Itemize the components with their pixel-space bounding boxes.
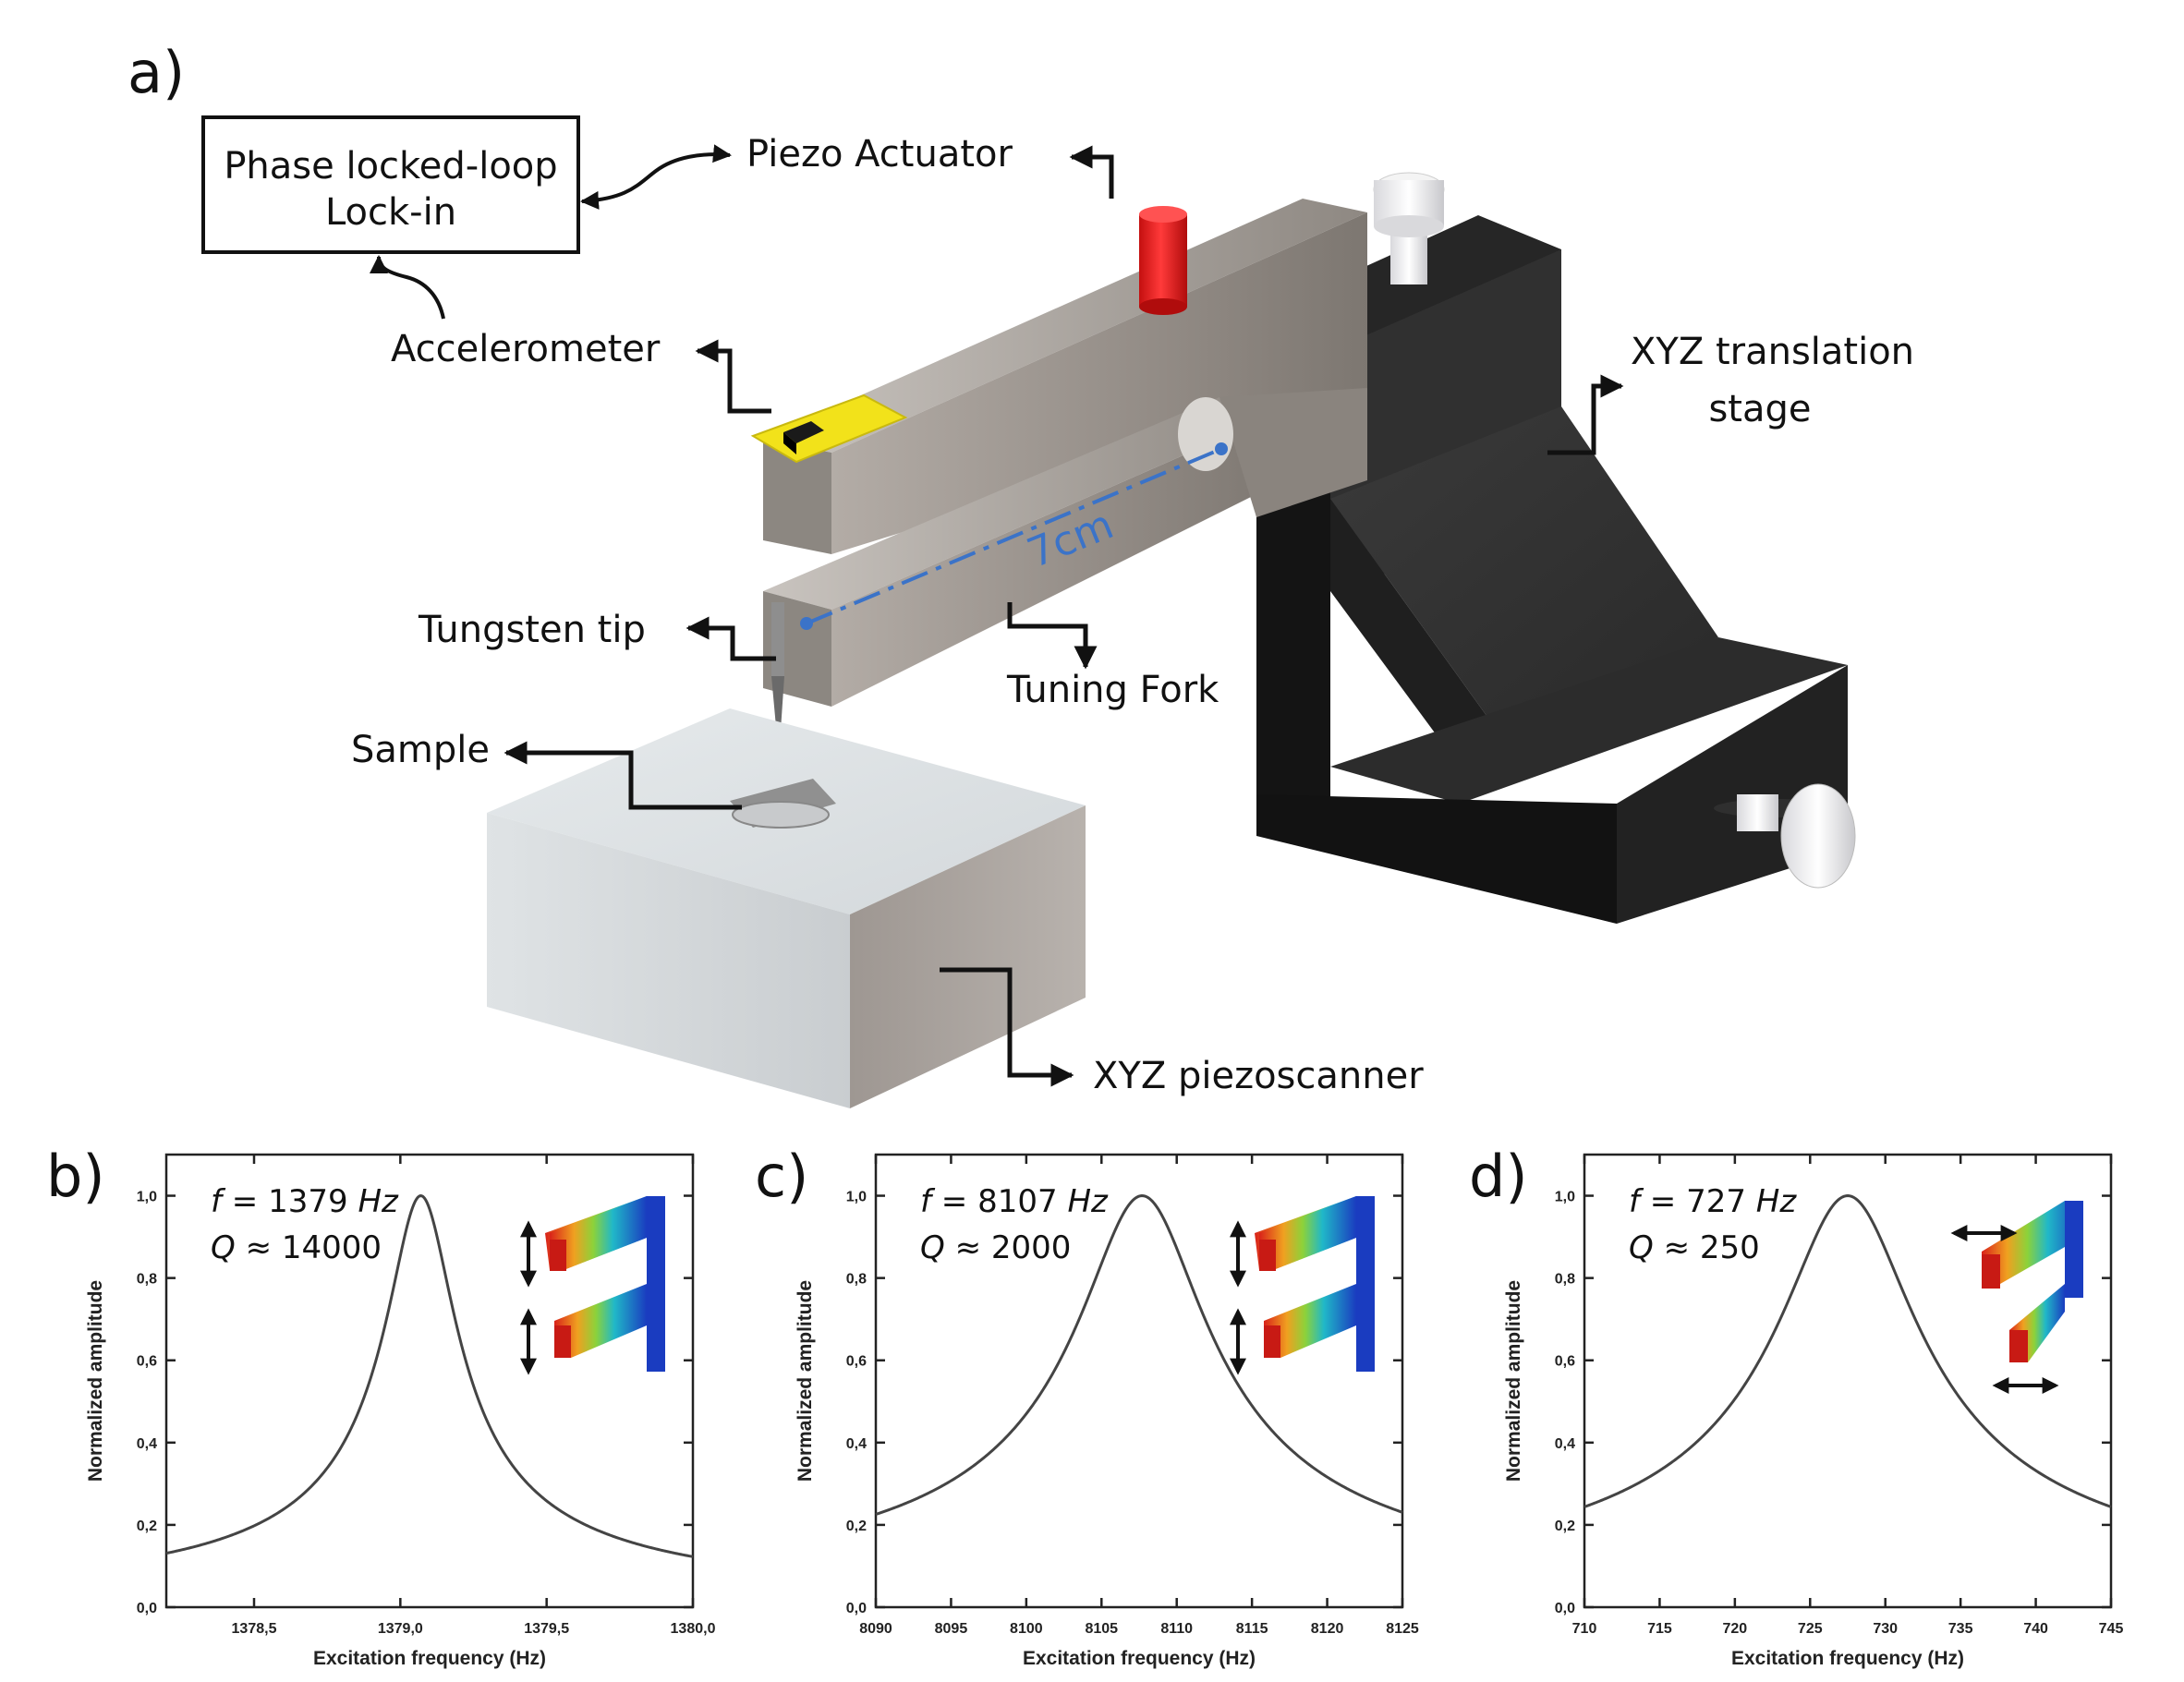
plot-frame (1583, 1153, 2113, 1609)
frequency-annotation: f = 1379 Hz (211, 1183, 399, 1220)
chart-3: d) 0,0 0,2 0,4 0,6 0,8 1,0 710 715 720 725 730 735 74… (1469, 1143, 2123, 1669)
y-tick-label: 0,4 (1555, 1436, 1575, 1452)
y-tick-label: 0,6 (846, 1354, 867, 1370)
panel-label: c) (755, 1143, 808, 1210)
y-tick-label: 0,6 (1555, 1354, 1575, 1370)
x-axis-label: Excitation frequency (Hz) (1023, 1648, 1256, 1669)
chart-2: c) 0,0 0,2 0,4 0,6 0,8 1,0 8090 8095 8100 8105 8110… (755, 1143, 1419, 1669)
y-tick-label: 0,8 (137, 1272, 157, 1288)
frequency-annotation: f = 727 Hz (1629, 1183, 1797, 1220)
y-tick-label: 0,0 (1555, 1601, 1575, 1616)
x-tick-label: 8110 (1160, 1621, 1193, 1637)
x-tick-label: 735 (1948, 1621, 1973, 1637)
x-tick-label: 710 (1572, 1621, 1597, 1637)
label-xyz-stage-line2: stage (1708, 388, 1811, 430)
pll-box-line2: Lock-in (325, 191, 456, 234)
x-tick-label: 740 (2023, 1621, 2048, 1637)
quality-factor-annotation: Q ≈ 14000 (211, 1229, 382, 1266)
panel-label: d) (1469, 1143, 1528, 1210)
x-tick-label: 8100 (1010, 1621, 1043, 1637)
leader-lines (504, 145, 1624, 1087)
label-sample: Sample (351, 729, 490, 771)
y-tick-label: 0,2 (137, 1519, 157, 1534)
accelerometer (750, 393, 908, 464)
frequency-annotation: f = 8107 Hz (920, 1183, 1109, 1220)
label-tuning-fork: Tuning Fork (1006, 669, 1219, 711)
label-tungsten-tip: Tungsten tip (418, 609, 646, 651)
y-tick-label: 0,2 (846, 1519, 867, 1534)
x-tick-label: 725 (1798, 1621, 1823, 1637)
y-axis-label: Normalized amplitude (85, 1280, 106, 1482)
chart-1: b) 0,0 0,2 0,4 0,6 0,8 1,0 1378,5 1379,0 1379,5 13… (46, 1143, 716, 1669)
accel-to-pll-arrow (370, 255, 445, 320)
y-tick-label: 0,8 (1555, 1272, 1575, 1288)
length-dimension-line (806, 447, 1222, 625)
y-tick-label: 1,0 (137, 1190, 157, 1205)
x-tick-label: 1379,5 (524, 1621, 569, 1637)
y-tick-label: 0,0 (846, 1601, 867, 1616)
dimension-end-left (800, 617, 813, 630)
resonance-curve (875, 1194, 1403, 1516)
x-tick-label: 8125 (1386, 1621, 1419, 1637)
fem-mode-inset (1230, 1196, 1375, 1375)
fem-mode-inset (520, 1196, 665, 1375)
chart-panels: b) 0,0 0,2 0,4 0,6 0,8 1,0 1378,5 1379,0 1379,5 13… (46, 1143, 2123, 1669)
y-tick-label: 1,0 (846, 1190, 867, 1205)
x-axis-label: Excitation frequency (Hz) (1731, 1648, 1964, 1669)
y-tick-label: 0,2 (1555, 1519, 1575, 1534)
y-axis-label: Normalized amplitude (1503, 1280, 1524, 1482)
x-axis-label: Excitation frequency (Hz) (313, 1648, 546, 1669)
label-piezo-actuator: Piezo Actuator (746, 133, 1013, 175)
x-tick-label: 8090 (859, 1621, 892, 1637)
y-tick-label: 0,6 (137, 1354, 157, 1370)
plot-frame (164, 1153, 695, 1609)
y-tick-label: 0,0 (137, 1601, 157, 1616)
plot-frame (874, 1153, 1404, 1609)
panel-label: b) (46, 1143, 105, 1210)
fem-mode-inset (1950, 1201, 2083, 1394)
y-tick-label: 0,8 (846, 1272, 867, 1288)
x-tick-label: 720 (1723, 1621, 1748, 1637)
x-tick-label: 8105 (1085, 1621, 1118, 1637)
x-tick-label: 8120 (1311, 1621, 1344, 1637)
x-tick-label: 1379,0 (378, 1621, 423, 1637)
dimension-end-right (1215, 442, 1228, 455)
label-xyz-stage-line1: XYZ translation (1631, 331, 1914, 373)
panel-label-a: a) (127, 39, 185, 106)
x-tick-label: 715 (1647, 1621, 1672, 1637)
y-tick-label: 1,0 (1555, 1190, 1575, 1205)
x-tick-label: 730 (1873, 1621, 1898, 1637)
x-tick-label: 1380,0 (671, 1621, 716, 1637)
x-tick-label: 745 (2099, 1621, 2124, 1637)
y-tick-label: 0,4 (137, 1436, 157, 1452)
y-axis-label: Normalized amplitude (795, 1280, 816, 1482)
x-tick-label: 8115 (1236, 1621, 1268, 1637)
pll-to-piezo-arrow (580, 144, 732, 210)
quality-factor-annotation: Q ≈ 2000 (920, 1229, 1071, 1266)
pll-lockin-box (201, 115, 580, 254)
label-accelerometer: Accelerometer (391, 328, 661, 370)
quality-factor-annotation: Q ≈ 250 (1629, 1229, 1760, 1266)
piezo-actuator (1139, 206, 1187, 315)
x-tick-label: 1378,5 (232, 1621, 277, 1637)
xyz-piezoscanner-block (487, 708, 1086, 1108)
y-tick-label: 0,4 (846, 1436, 867, 1452)
resonance-curve (1583, 1194, 2112, 1508)
resonance-curve (165, 1194, 694, 1558)
x-tick-label: 8095 (935, 1621, 968, 1637)
label-xyz-piezoscanner: XYZ piezoscanner (1093, 1055, 1424, 1097)
pll-box-line1: Phase locked-loop (224, 145, 557, 188)
